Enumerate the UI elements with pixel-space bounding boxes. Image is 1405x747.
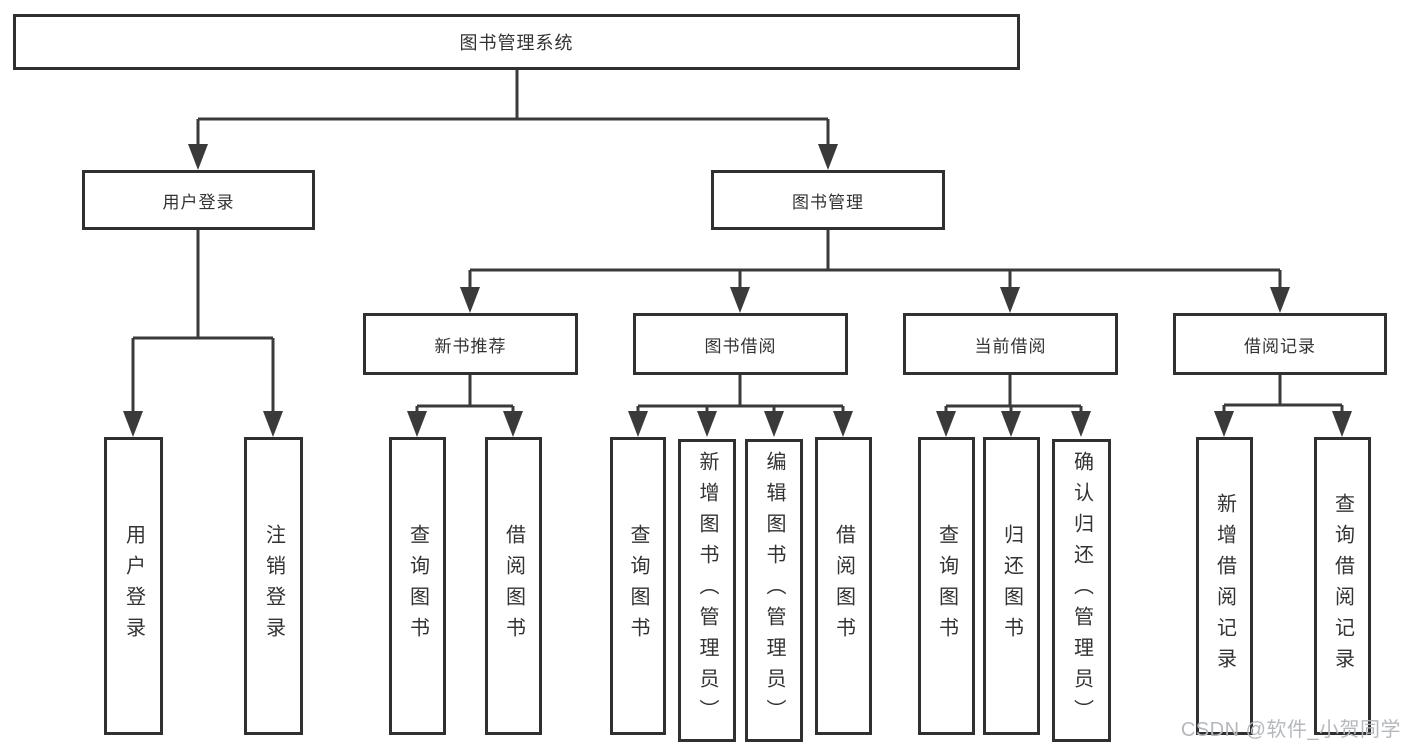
arrow-to-leaf-add-borrow-record [1214, 411, 1234, 437]
arrow-to-book-borrowing [730, 287, 750, 313]
connector-book-borrowing-to-leaves [636, 375, 845, 413]
leaf-add-book-admin: 新增图书（管理员） [678, 439, 736, 742]
arrow-to-leaf-query-borrow-record [1332, 411, 1352, 437]
arrow-to-leaf-user-login [123, 411, 143, 437]
arrow-to-leaf-query-books-1 [407, 411, 427, 437]
arrow-to-leaf-query-books-3 [936, 411, 956, 437]
leaf-user-login: 用户登录 [104, 437, 163, 735]
node-book-borrowing: 图书借阅 [633, 313, 848, 375]
connector-book-management-to-level3 [468, 230, 1282, 289]
node-borrowing-records: 借阅记录 [1173, 313, 1387, 375]
leaf-borrow-books-borrowing: 借阅图书 [815, 437, 872, 735]
arrow-to-leaf-edit-book [764, 411, 784, 437]
arrow-to-user-login [188, 144, 208, 170]
arrow-to-leaf-add-book [697, 411, 717, 437]
leaf-add-borrow-record: 新增借阅记录 [1196, 437, 1253, 735]
arrow-to-borrowing-records [1270, 287, 1290, 313]
leaf-query-books-borrowing: 查询图书 [610, 437, 666, 735]
leaf-borrow-books-recommend: 借阅图书 [485, 437, 542, 735]
arrow-to-leaf-borrow-books-2 [833, 411, 853, 437]
arrow-to-leaf-confirm-return [1071, 411, 1091, 437]
connector-current-borrowing-to-leaves [944, 375, 1083, 413]
arrow-to-leaf-borrow-books-1 [503, 411, 523, 437]
node-user-login: 用户登录 [82, 170, 315, 230]
arrow-to-leaf-query-books-2 [628, 411, 648, 437]
arrow-to-book-management [818, 144, 838, 170]
connector-borrowing-records-to-leaves [1222, 375, 1344, 413]
leaf-confirm-return-admin: 确认归还（管理员） [1052, 439, 1111, 742]
node-book-management-system: 图书管理系统 [13, 14, 1020, 70]
arrow-to-new-book-recommend [460, 287, 480, 313]
node-book-management: 图书管理 [711, 170, 945, 230]
connector-root-to-level2 [196, 70, 830, 146]
leaf-query-borrow-record: 查询借阅记录 [1314, 437, 1371, 735]
connector-user-login-to-leaves [131, 230, 275, 413]
arrow-to-leaf-logout [263, 411, 283, 437]
node-new-book-recommend: 新书推荐 [363, 313, 578, 375]
leaf-logout: 注销登录 [244, 437, 303, 735]
leaf-return-books: 归还图书 [983, 437, 1040, 735]
node-current-borrowing: 当前借阅 [903, 313, 1118, 375]
leaf-query-books-current: 查询图书 [918, 437, 975, 735]
connector-new-book-recommend-to-leaves [415, 375, 515, 413]
leaf-query-books-recommend: 查询图书 [389, 437, 446, 735]
leaf-edit-book-admin: 编辑图书（管理员） [745, 439, 803, 742]
arrow-to-current-borrowing [1000, 287, 1020, 313]
arrow-to-leaf-return-books [1001, 411, 1021, 437]
